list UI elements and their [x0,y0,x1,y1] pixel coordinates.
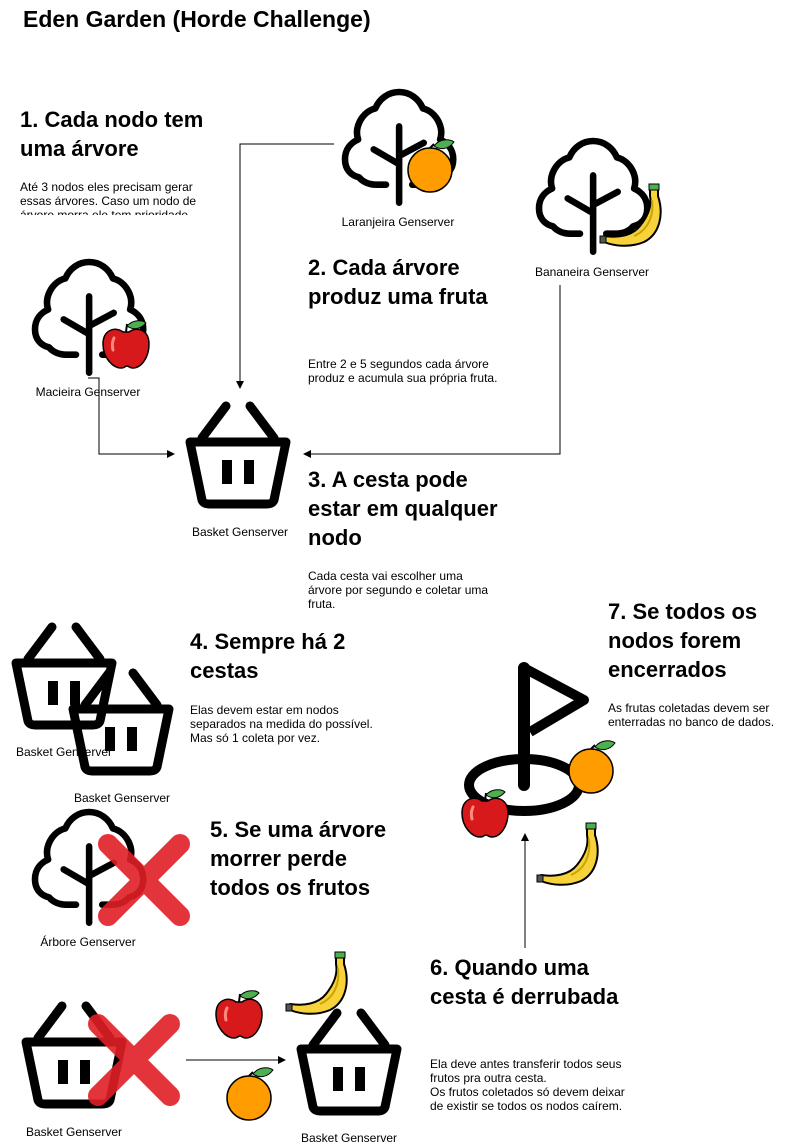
connector-laranjeira-to-basket [236,143,334,389]
transfer-banana-icon [285,951,348,1015]
arbore-label: Árbore Genserver [40,935,136,949]
step-5-heading: 5. Se uma árvore morrer perde todos os f… [210,817,387,900]
flag-banana-icon [536,822,599,886]
bananeira-label: Bananeira Genserver [534,265,650,279]
basket-main-label: Basket Genserver [191,525,289,539]
step-6-text: Ela deve antes transferir todos seus fru… [430,1057,625,1113]
connector-bananeira-to-basket [303,285,561,458]
basket-b-label: Basket Genserver [73,791,171,805]
basket-new-label: Basket Genserver [300,1131,398,1145]
step-7-heading: 7. Se todos os nodos forem encerrados [608,599,758,682]
basket-dead-label: Basket Genserver [25,1125,123,1139]
connector-fruits-to-flag [521,833,529,948]
step-1-heading: 1. Cada nodo tem uma árvore [20,107,204,161]
basket-main-icon [190,406,286,504]
step-3-text: Cada cesta vai escolher uma árvore por s… [308,569,489,611]
step-7-text: As frutas coletadas devem ser enterradas… [608,701,775,729]
flag-orange-icon [568,739,616,794]
connector-macieira-to-basket [88,377,175,458]
step-6-heading: 6. Quando uma cesta é derrubada [430,955,619,1009]
page-title: Eden Garden (Horde Challenge) [23,6,371,32]
step-4-text: Elas devem estar em nodos separados na m… [190,703,373,745]
arbore-cross-icon [108,844,180,916]
step-3-heading: 3. A cesta pode estar em qualquer nodo [308,467,498,550]
basket-new-icon [301,1013,397,1111]
transfer-orange-icon [226,1066,274,1121]
basket-dead-cross-icon [98,1024,170,1096]
step-2-text: Entre 2 e 5 segundos cada árvore produz … [308,357,498,385]
laranjeira-label: Laranjeira Genserver [341,215,455,229]
flag-hole-icon [464,662,589,816]
step-1-text: Até 3 nodos eles precisam gerar essas ár… [20,180,197,215]
step-2-heading: 2. Cada árvore produz uma fruta [308,255,488,309]
macieira-label: Macieira Genserver [35,385,141,399]
connector-dead-basket-to-new-basket [186,1056,286,1064]
transfer-apple-icon [214,989,264,1040]
basket-a-label: Basket Genserver [15,745,113,759]
step-4-heading: 4. Sempre há 2 cestas [190,629,346,683]
